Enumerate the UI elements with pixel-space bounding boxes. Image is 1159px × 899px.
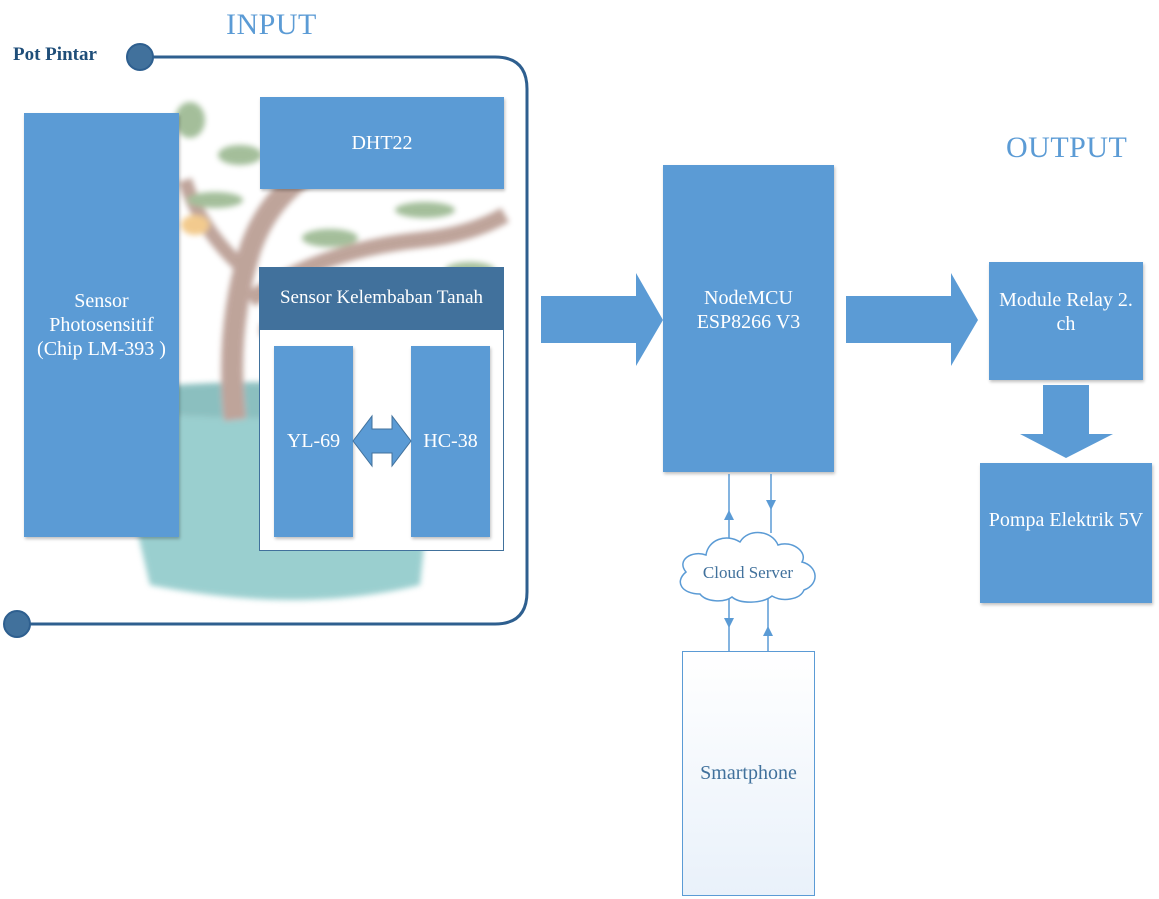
nodemcu-block: NodeMCU ESP8266 V3 xyxy=(663,165,834,472)
yl69-label: YL-69 xyxy=(286,430,341,452)
arrow-right-icon xyxy=(846,273,978,366)
dht22-block: DHT22 xyxy=(260,97,504,189)
soil-sensor-title-bar: Sensor Kelembaban Tanah xyxy=(259,267,504,330)
photosensor-block: Sensor Photosensitif (Chip LM-393 ) xyxy=(24,113,179,537)
pot-title: Pot Pintar xyxy=(13,44,97,65)
output-heading: OUTPUT xyxy=(1006,131,1128,164)
pump-label: Pompa Elektrik 5V xyxy=(988,509,1144,531)
smartphone-block: Smartphone xyxy=(682,651,815,896)
cloud-icon xyxy=(679,531,816,603)
pump-block: Pompa Elektrik 5V xyxy=(980,463,1152,603)
arrow-down-icon xyxy=(1020,385,1113,458)
double-arrow-icon xyxy=(352,414,412,468)
arrow-right-icon xyxy=(541,273,663,366)
relay-label: Module Relay 2. ch xyxy=(999,289,1133,335)
smartphone-label: Smartphone xyxy=(700,762,797,784)
photosensor-label: Sensor Photosensitif (Chip LM-393 ) xyxy=(37,290,166,360)
dht22-label: DHT22 xyxy=(351,131,413,154)
soil-sensor-title: Sensor Kelembaban Tanah xyxy=(279,287,484,309)
yl69-block: YL-69 xyxy=(274,346,353,537)
hc38-label: HC-38 xyxy=(423,430,478,452)
input-heading: INPUT xyxy=(226,8,317,41)
relay-block: Module Relay 2. ch xyxy=(989,262,1143,380)
hc38-block: HC-38 xyxy=(411,346,490,537)
cloud-label: Cloud Server xyxy=(702,563,794,582)
nodemcu-label: NodeMCU ESP8266 V3 xyxy=(696,286,801,333)
